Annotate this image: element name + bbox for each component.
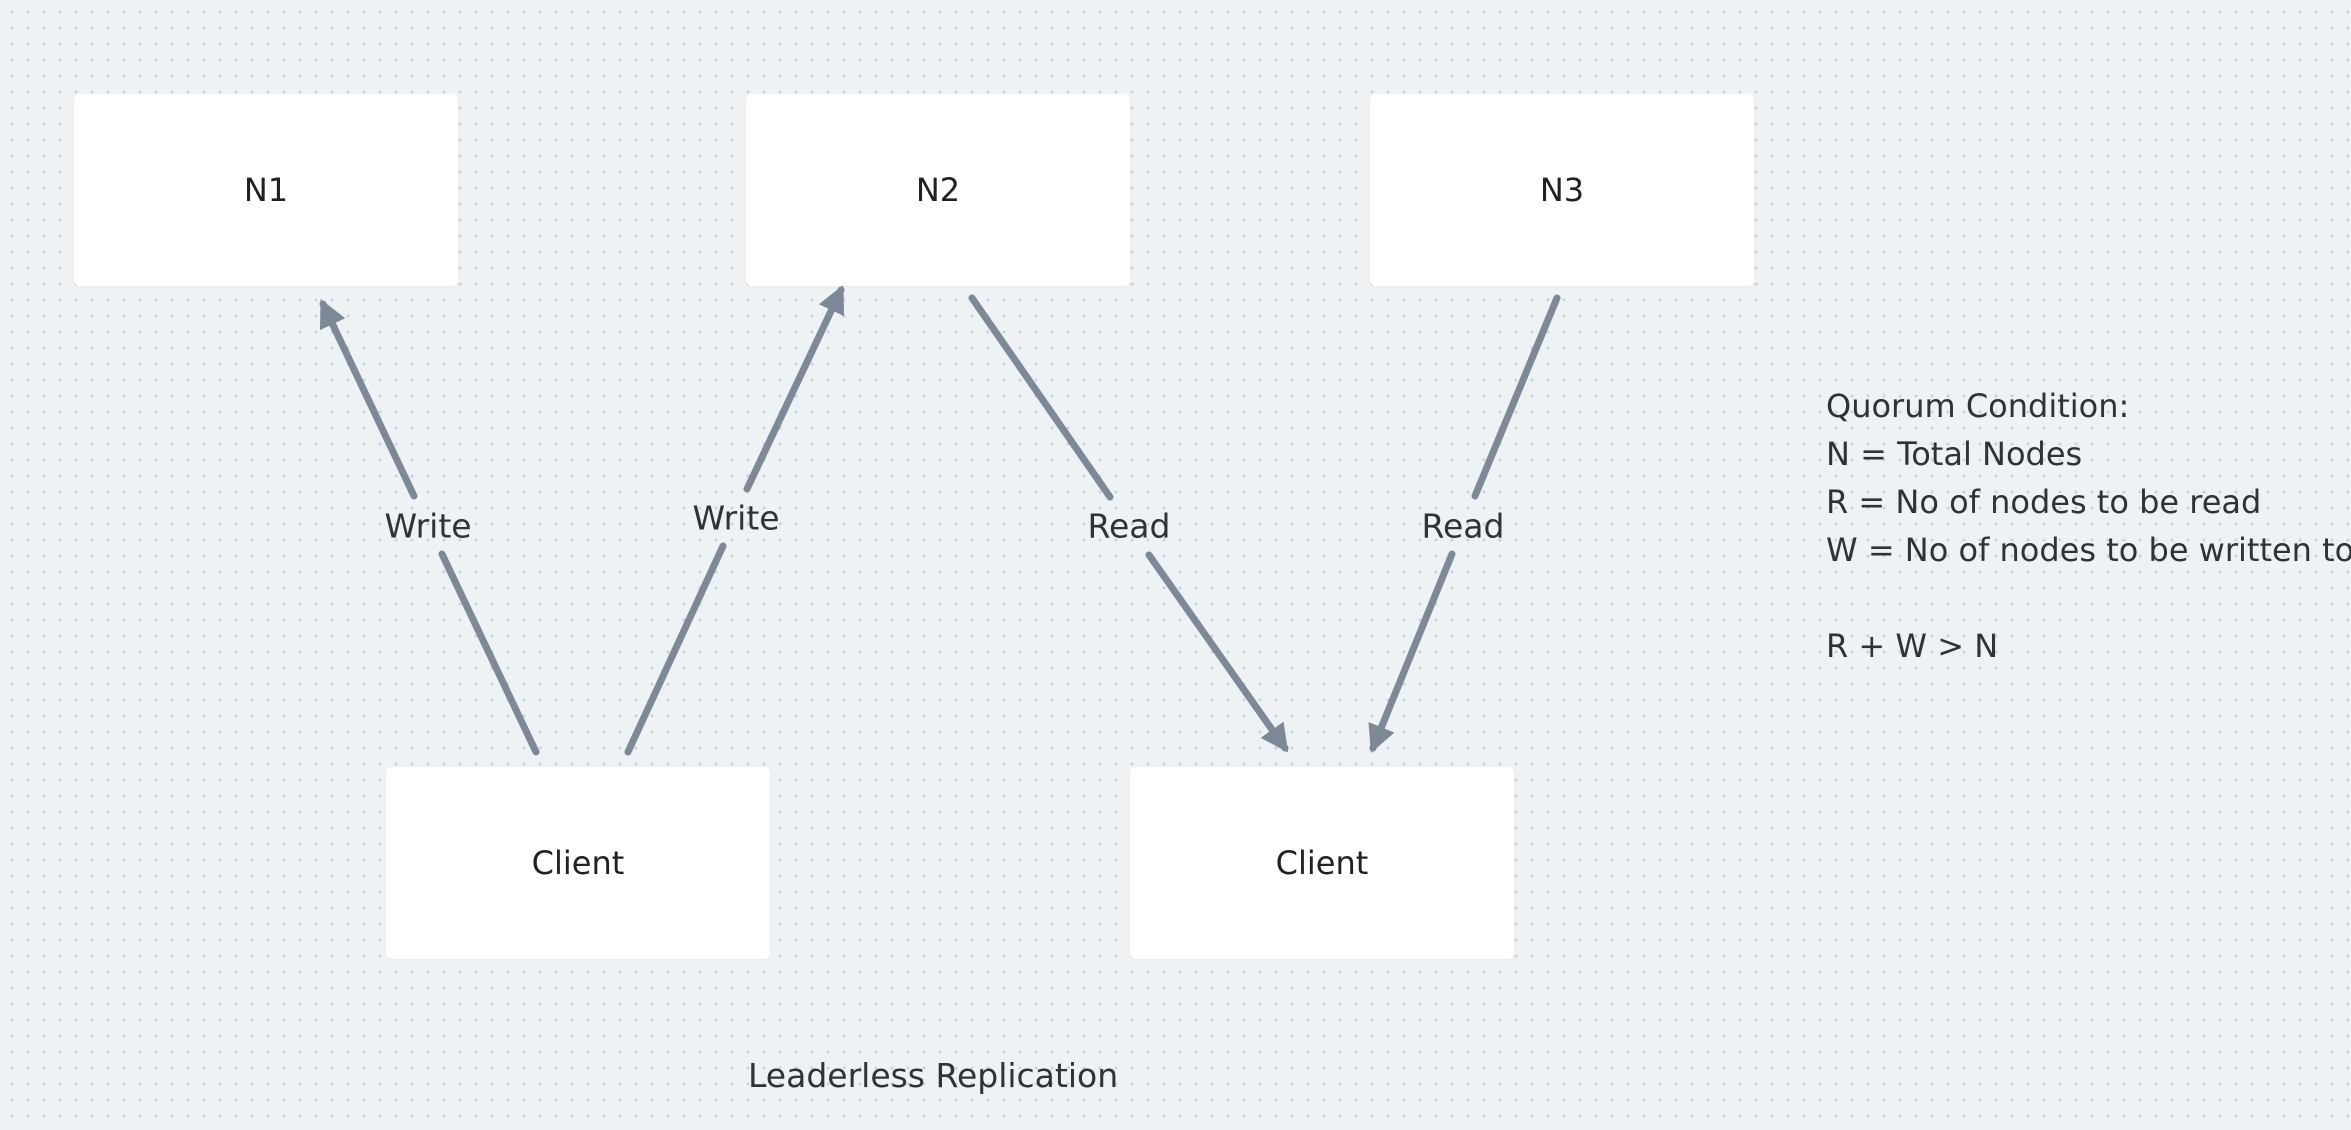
note-line-title: Quorum Condition: (1826, 387, 2130, 425)
edge-write-n2-upper[interactable] (743, 284, 845, 493)
edge-write-n1-upper[interactable] (319, 298, 418, 500)
diagram-caption[interactable]: Leaderless Replication (748, 1056, 1119, 1095)
edge-read-n3-upper[interactable] (1471, 294, 1561, 500)
edge-label-read-n3[interactable]: Read (1421, 506, 1505, 546)
note-line-condition: R + W > N (1826, 627, 1999, 665)
node-n2[interactable]: N2 (746, 94, 1130, 286)
edge-label-write-n1[interactable]: Write (384, 506, 472, 546)
note-line-blank (1826, 574, 2351, 622)
node-n1-label: N1 (243, 171, 289, 209)
node-n1[interactable]: N1 (74, 94, 458, 286)
quorum-note[interactable]: Quorum Condition: N = Total Nodes R = No… (1826, 382, 2351, 670)
edge-write-n2-lower[interactable] (624, 542, 727, 756)
node-client-write[interactable]: Client (386, 767, 770, 959)
note-line-n: N = Total Nodes (1826, 435, 2083, 473)
edge-label-read-n2[interactable]: Read (1087, 506, 1171, 546)
node-client-write-label: Client (531, 844, 625, 882)
edge-read-n2-lower[interactable] (1145, 551, 1289, 753)
edge-label-write-n2[interactable]: Write (692, 498, 780, 538)
node-client-read-label: Client (1275, 844, 1369, 882)
edge-read-n2-upper[interactable] (968, 294, 1114, 501)
edge-write-n1-lower[interactable] (438, 550, 540, 756)
edge-read-n3-lower[interactable] (1368, 550, 1456, 754)
node-n2-label: N2 (915, 171, 961, 209)
node-n3[interactable]: N3 (1370, 94, 1754, 286)
note-line-r: R = No of nodes to be read (1826, 483, 2262, 521)
note-line-w: W = No of nodes to be written to (1826, 531, 2351, 569)
node-n3-label: N3 (1539, 171, 1585, 209)
node-client-read[interactable]: Client (1130, 767, 1514, 959)
